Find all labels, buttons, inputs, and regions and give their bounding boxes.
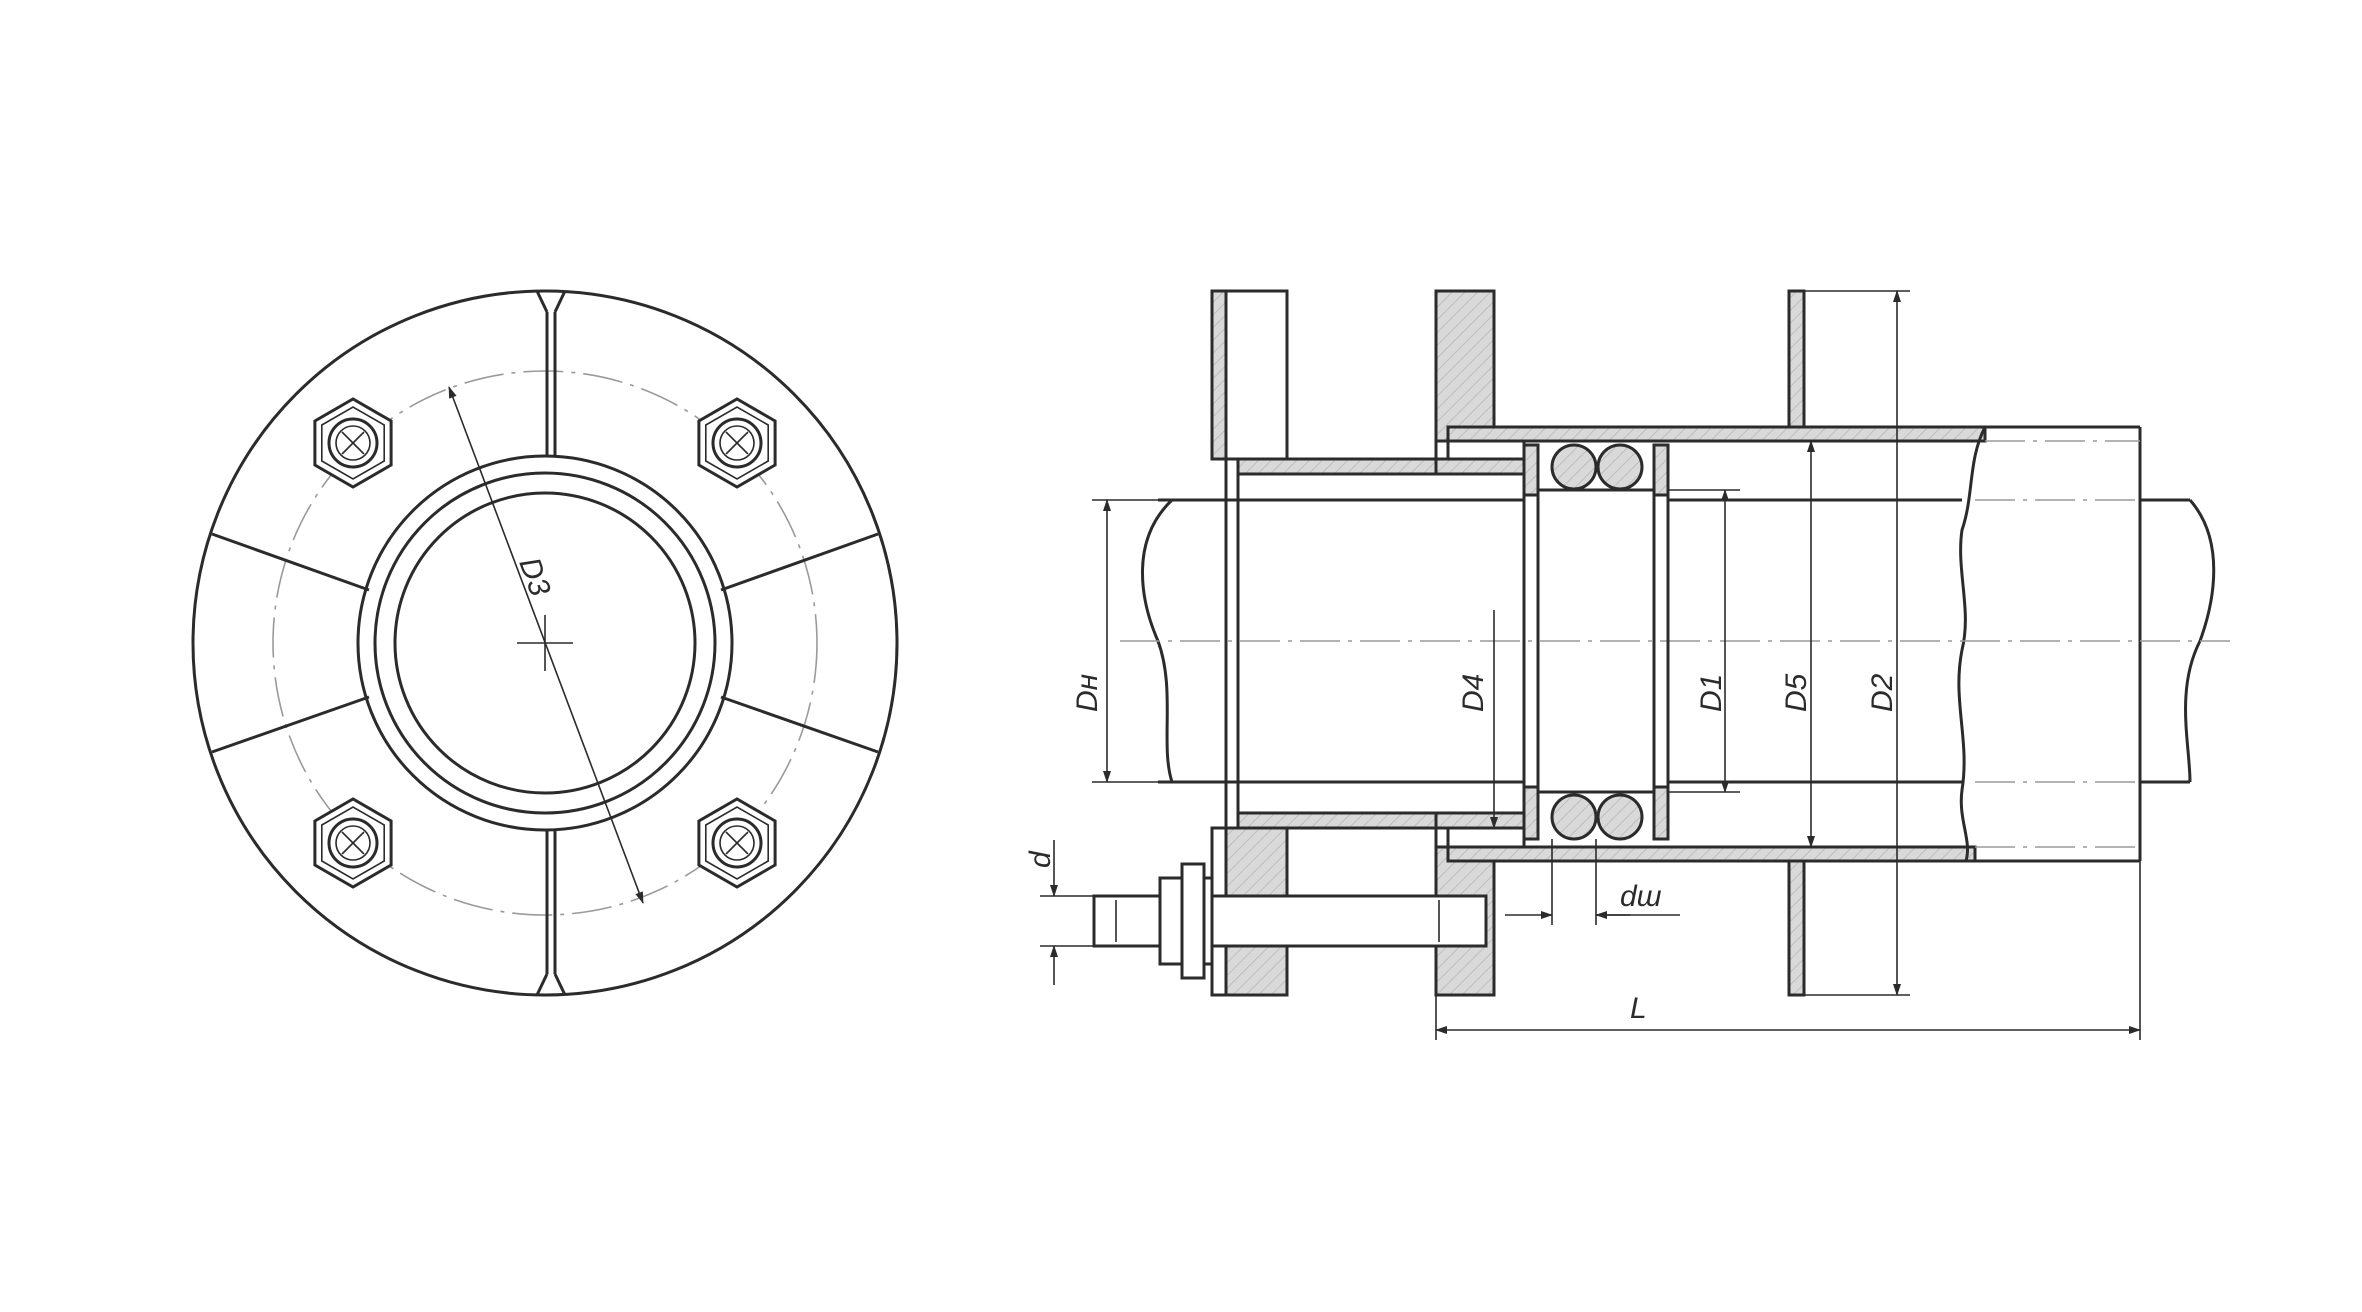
bolt-top-left: [313, 397, 393, 489]
right-flange-top: [1787, 289, 1806, 429]
stud-cross-line: [341, 431, 365, 455]
nut-chamfer: [320, 406, 386, 480]
nut-chamfer: [320, 806, 386, 880]
flange-outer-circle: [191, 289, 899, 997]
left-flange-top: [1210, 289, 1228, 461]
d2-label: D2: [1866, 673, 1899, 712]
bolt-top-right: [697, 397, 777, 489]
outer-sleeve-wall-bottom: [1446, 845, 1977, 863]
stud-end-circle: [711, 417, 763, 469]
bolt-circle: [272, 370, 818, 916]
d3-dimension-line: [448, 386, 644, 904]
d4-label: D4: [1457, 674, 1490, 712]
nut-chamfer: [704, 406, 770, 480]
stud-cross-line: [725, 831, 749, 855]
d1-label: D1: [1695, 674, 1728, 712]
seal-plate-right-bottom: [1652, 785, 1670, 841]
middle-flange-seal-gap-top: [1446, 439, 1526, 461]
left-flange-top-outline: [1210, 289, 1289, 461]
dn-label: Dн: [1071, 674, 1104, 712]
nut-chamfer: [704, 806, 770, 880]
dsh-label: dш: [1620, 880, 1662, 913]
stud-inner-circle: [335, 425, 371, 461]
o-ring-top-left: [1550, 443, 1598, 491]
inner-sleeve-wall-top: [1236, 457, 1526, 476]
outer-sleeve-wall-top: [1446, 425, 1987, 443]
stud-rod: [1092, 894, 1488, 948]
middle-flange-top: [1434, 289, 1496, 443]
stud-end-circle: [327, 417, 379, 469]
d5-label: D5: [1780, 673, 1813, 712]
stud-inner-circle: [335, 825, 371, 861]
stud-end-circle: [711, 817, 763, 869]
stud-bolt: [1092, 862, 1488, 980]
front-view: D3: [191, 289, 899, 997]
stud-cross-line: [725, 431, 749, 455]
seal-plate-left-top: [1522, 443, 1540, 497]
stud-washer: [1180, 862, 1206, 980]
bolt-heads: [313, 397, 777, 889]
inner-sleeve-wall-bottom: [1236, 811, 1526, 830]
l-label: L: [1630, 992, 1647, 1025]
stud-inner-circle: [719, 825, 755, 861]
d-label: d: [1024, 850, 1057, 868]
d3-label: D3: [512, 553, 556, 601]
stud-cross-line: [341, 831, 365, 855]
bolt-bottom-left: [313, 797, 393, 889]
o-ring-top-right: [1596, 443, 1644, 491]
stud-end-circle: [327, 817, 379, 869]
right-flange-bottom: [1787, 859, 1806, 997]
stud-nut-2: [1202, 876, 1214, 966]
outer-sleeve-break-line: [1957, 426, 1987, 862]
o-ring-bottom-right: [1596, 793, 1644, 841]
stud-nut: [1158, 876, 1184, 966]
middle-flange-seal-gap-bottom: [1446, 826, 1526, 849]
o-ring-bottom-left: [1550, 793, 1598, 841]
seal-plate-right-top: [1652, 443, 1670, 497]
section-view: Dн D4 D1 D5 D2 d dш L: [1024, 289, 2230, 1040]
stud-inner-circle: [719, 425, 755, 461]
bolt-bottom-right: [697, 797, 777, 889]
seal-plate-left-bottom: [1522, 785, 1540, 841]
